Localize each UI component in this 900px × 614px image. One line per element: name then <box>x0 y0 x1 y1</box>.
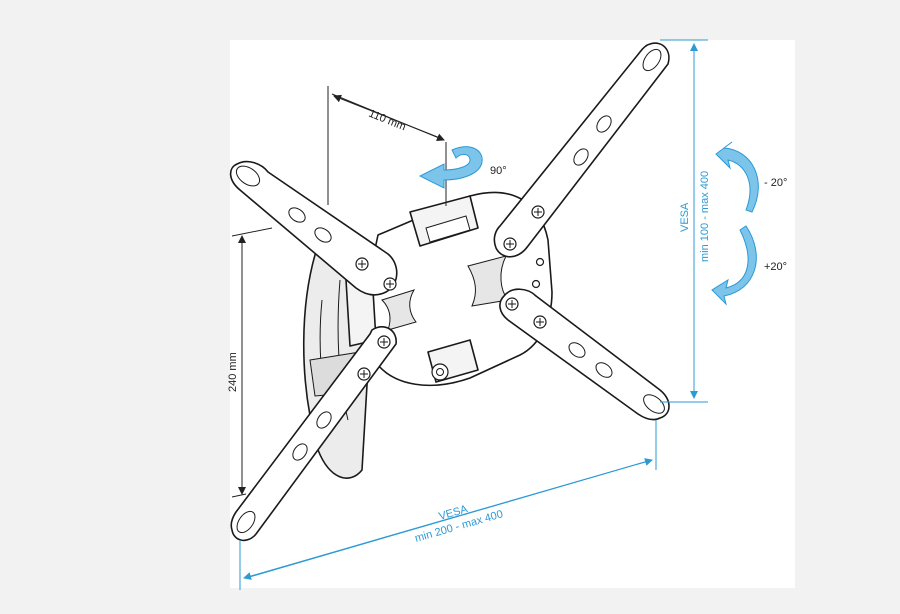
arm-bottom-right <box>499 288 670 421</box>
vesa-vertical-title: VESA <box>679 202 691 232</box>
vesa-horizontal-dimension <box>239 420 657 590</box>
height-dimension <box>231 227 273 498</box>
tilt-down-arrow-icon <box>711 225 757 306</box>
vesa-vertical-range: min 100 - max 400 <box>699 171 711 262</box>
tilt-up-label: - 20° <box>764 177 787 189</box>
swivel-label: 90° <box>490 165 507 177</box>
swivel-arrow-icon <box>418 146 483 189</box>
tilt-up-arrow-icon <box>715 141 759 213</box>
tilt-down-label: +20° <box>764 261 787 273</box>
arm-top-right <box>493 42 670 258</box>
vesa-vertical-dimension <box>660 39 708 403</box>
arm-top-left <box>229 160 398 296</box>
arm-bottom-left <box>230 326 397 542</box>
height-label: 240 mm <box>227 352 239 392</box>
